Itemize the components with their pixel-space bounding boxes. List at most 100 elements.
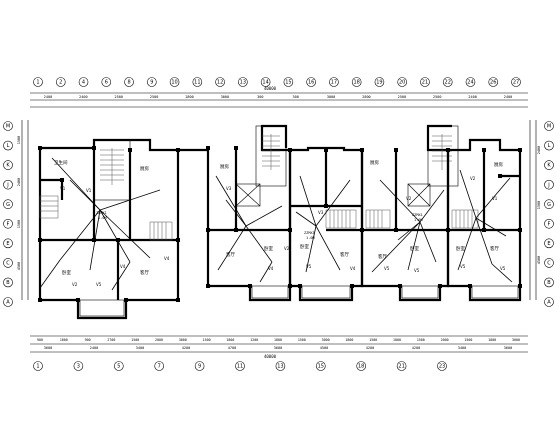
row-axis-marker-label: B [547, 280, 551, 286]
axis-marker-label: 13 [277, 364, 283, 370]
axis-marker: 19 [374, 77, 385, 87]
room-label-kitchen: 厨房 [370, 159, 379, 166]
column [288, 284, 292, 288]
row-axis-marker-label: A [6, 300, 10, 306]
dimension-value: 2000 [441, 338, 449, 342]
row-axis-marker-label: F [7, 221, 10, 227]
row-axis-marker: B [544, 277, 554, 288]
dimension-value: 3000 [512, 338, 520, 342]
dimension-value: 2800 [362, 95, 370, 99]
axis-marker: 9 [194, 361, 205, 371]
column [518, 228, 522, 232]
axis-marker: 11 [235, 361, 245, 371]
circuit-label: V1 [492, 196, 498, 201]
column [92, 238, 96, 242]
column [398, 284, 402, 288]
axis-marker: 16 [306, 77, 316, 87]
dimension-value: 1500 [203, 338, 211, 342]
axis-marker-label: 11 [237, 364, 243, 370]
row-axis-marker-label: G [6, 202, 10, 208]
row-axis-marker-label: L [7, 143, 10, 149]
column [288, 148, 292, 152]
dimension-value: 2500 [398, 95, 406, 99]
distribution-panel-labels: ZZMX1 1.0M ZZMX1 1.0M ZZMX1 1.0M [96, 211, 423, 240]
axis-marker-label: 24 [467, 80, 473, 86]
panel-size: 1.0M [98, 216, 107, 220]
circuit-label: V4 [120, 264, 126, 269]
top-total-dimension: 40000 [264, 86, 277, 91]
room-label-kitchen: 厨房 [140, 165, 149, 172]
column [116, 238, 120, 242]
dimension-value: 1800 [345, 338, 353, 342]
column [394, 148, 398, 152]
axis-marker: 10 [169, 77, 180, 87]
column [60, 178, 64, 182]
row-axis-marker: J [3, 179, 13, 190]
axis-marker-label: 7 [158, 364, 161, 370]
circuit-label: V2 [470, 176, 476, 181]
column [38, 298, 42, 302]
circuit-label: V4 [350, 266, 356, 271]
dimension-value: 900 [85, 338, 91, 342]
row-axis-marker-label: A [547, 300, 551, 306]
column [324, 204, 328, 208]
axis-marker: 20 [397, 77, 407, 87]
axis-marker-label: 9 [150, 80, 153, 86]
dimension-value: 1800 [488, 338, 496, 342]
room-label-bedroom: 卧室 [264, 245, 273, 252]
dimension-value: 3600 [274, 346, 282, 350]
column [248, 284, 252, 288]
column [438, 284, 442, 288]
axis-marker: 9 [147, 77, 157, 87]
column [38, 238, 42, 242]
top-dimension-lines [30, 92, 528, 108]
room-label-living: 客厅 [340, 251, 349, 258]
column [394, 228, 398, 232]
row-axis-marker: G [544, 199, 554, 210]
row-axis-marker: J [544, 179, 554, 190]
dimension-value: 3000 [179, 338, 187, 342]
room-label-living: 客厅 [140, 269, 149, 276]
column [298, 284, 302, 288]
axis-marker: 11 [192, 77, 203, 87]
row-axis-marker: C [544, 258, 554, 268]
row-axis-marker-label: C [6, 260, 10, 266]
panel-id: ZZMX1 [304, 231, 315, 235]
column [446, 148, 450, 152]
column [124, 298, 128, 302]
axis-marker-label: 20 [399, 80, 405, 86]
circuit-label: V2 [406, 196, 412, 201]
axis-marker-label: 14 [262, 80, 268, 86]
room-label-kitchen: 厨房 [494, 161, 503, 168]
column [360, 228, 364, 232]
column [206, 284, 210, 288]
axis-marker: 23 [437, 361, 447, 371]
axis-marker: 21 [396, 361, 407, 371]
dimension-value: 4200 [182, 346, 190, 350]
dimension-value: 4500 [320, 346, 328, 350]
row-axis-marker: A [544, 297, 554, 307]
room-label-toilet: 卫生间 [54, 159, 68, 166]
column [482, 148, 486, 152]
axis-marker: 12 [215, 77, 225, 87]
panel-id: ZZMX1 [96, 211, 107, 215]
dimension-value: 2400 [468, 95, 476, 99]
left-dimension-lines [21, 120, 29, 300]
column [360, 148, 364, 152]
dimension-value: 1500 [417, 338, 425, 342]
axis-marker: 17 [329, 77, 339, 87]
circuit-label: V5 [414, 268, 420, 273]
row-axis-marker: M [3, 121, 13, 131]
dimension-value: 2800 [185, 95, 193, 99]
axis-marker-label: 26 [490, 80, 496, 86]
row-axis-marker-label: M [6, 124, 10, 130]
dimension-value: 3600 [44, 346, 52, 350]
row-axis-marker-label: E [6, 241, 9, 247]
panel-size: 1.0M [306, 236, 315, 240]
row-axis-marker: L [3, 140, 13, 151]
